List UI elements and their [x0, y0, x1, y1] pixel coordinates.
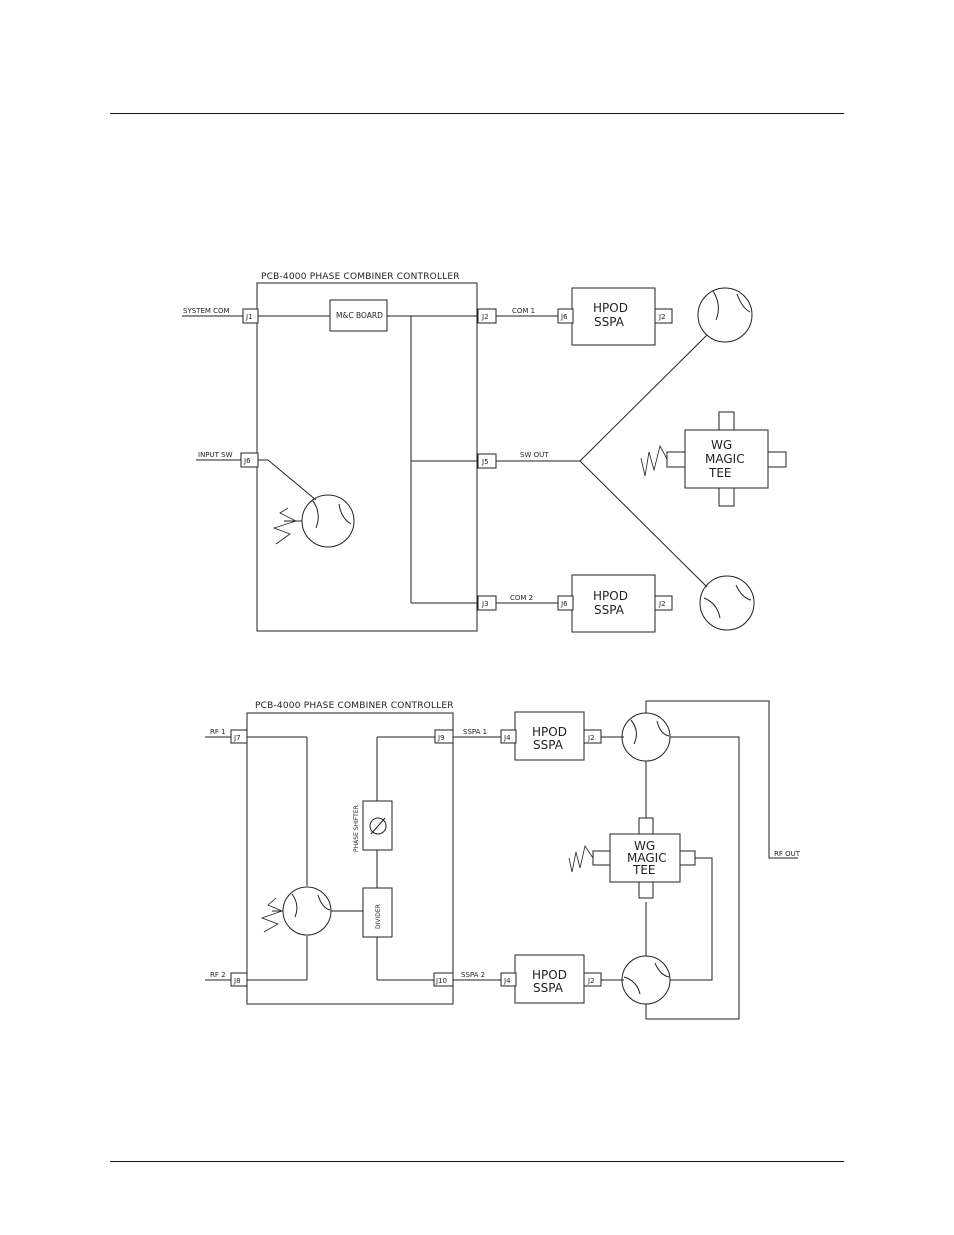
magic-tee-2	[609, 833, 681, 883]
sspa1-label: SSPA 1	[463, 728, 487, 736]
sspa-top-2-j4-label: J4	[503, 734, 511, 742]
tee-arm-top-1	[718, 411, 735, 431]
magic-tee-2-line1: WG	[634, 839, 655, 853]
header-rule	[110, 113, 844, 114]
port-j6-input-label: J6	[243, 457, 251, 465]
tee-arm-right-2	[679, 850, 696, 866]
controller-box-1	[256, 282, 478, 632]
diagram-1-title: PCB-4000 PHASE COMBINER CONTROLLER	[261, 272, 460, 282]
sspa-top-2-j2-label: J2	[587, 734, 595, 742]
sw-out-label: SW OUT	[520, 451, 549, 459]
waveguide-tee-feed	[670, 857, 713, 981]
waveguide-switch-top-2	[621, 712, 671, 762]
sspa-bottom-1-line1: HPOD	[593, 589, 628, 603]
termination-load-icon	[272, 507, 298, 545]
sspa-bottom-2-line1: HPOD	[532, 968, 567, 982]
magic-tee-1	[684, 429, 769, 489]
magic-tee-2-line2: MAGIC	[627, 851, 667, 865]
sspa-top-1-line1: HPOD	[593, 301, 628, 315]
sspa-bottom-2-j4	[500, 972, 517, 987]
port-j2-label: J2	[481, 313, 489, 321]
waveguide-switch-2	[282, 886, 332, 936]
sspa-bottom-2-j4-label: J4	[503, 977, 511, 985]
magic-tee-1-line1: WG	[711, 438, 732, 452]
magic-tee-1-line2: MAGIC	[705, 452, 745, 466]
port-j1-label: J1	[245, 313, 253, 321]
waveguide-loop-right	[645, 736, 740, 1020]
diagram-2-phase-combiner: PCB-4000 PHASE COMBINER CONTROLLER RF 1 …	[205, 700, 801, 1020]
rf2-label: RF 2	[210, 971, 226, 979]
sspa-bottom-1-j6	[557, 595, 574, 611]
sspa-bottom-2-j2-label: J2	[587, 977, 595, 985]
input-sw-label: INPUT SW	[198, 451, 233, 459]
sspa-bottom-1	[571, 574, 656, 633]
sspa-top-1-line2: SSPA	[594, 315, 625, 329]
com1-label: COM 1	[512, 307, 535, 315]
sspa-bottom-1-j2-label: J2	[658, 600, 666, 608]
sspa-top-1-j2-label: J2	[658, 313, 666, 321]
sspa-bottom-1-line2: SSPA	[594, 603, 625, 617]
tee-arm-bottom-2	[638, 881, 654, 899]
sspa-bottom-2	[514, 954, 585, 1004]
sspa-top-2-j4	[500, 729, 517, 744]
sspa-top-1-j2	[654, 308, 673, 324]
port-j5-label: J5	[481, 458, 489, 466]
waveguide-switch-top-1	[697, 287, 753, 343]
diagram-2-title: PCB-4000 PHASE COMBINER CONTROLLER	[255, 701, 454, 711]
phase-shifter	[362, 800, 393, 851]
tee-arm-bottom-1	[718, 487, 735, 507]
tee-arm-left-1	[666, 451, 686, 468]
port-j8-label: J8	[233, 977, 241, 985]
sspa-bottom-1-j2	[654, 595, 673, 611]
port-j10-label: J10	[435, 977, 447, 985]
phase-shifter-label: PHASE SHIFTER	[353, 805, 360, 852]
sspa-top-1-j6-label: J6	[560, 313, 568, 321]
sspa-bottom-2-line2: SSPA	[533, 981, 564, 995]
waveguide-switch-bottom-1	[699, 575, 755, 631]
sspa-top-2-line2: SSPA	[533, 738, 564, 752]
magic-tee-2-line3: TEE	[632, 863, 656, 877]
sspa-bottom-1-j6-label: J6	[560, 600, 568, 608]
diagram-1-phase-combiner-switch: PCB-4000 PHASE COMBINER CONTROLLER SYSTE…	[182, 272, 787, 633]
rf-out-label: RF OUT	[774, 850, 801, 858]
waveguide-switch-icon	[301, 494, 355, 548]
tee-arm-left-2	[592, 850, 611, 866]
tee-arm-right-1	[767, 451, 787, 468]
tee-arm-top-2	[638, 817, 654, 835]
termination-load-icon-2	[260, 897, 284, 933]
footer-rule	[110, 1161, 844, 1162]
sspa-top-2-line1: HPOD	[532, 725, 567, 739]
controller-box-2	[246, 712, 454, 1005]
divider-label: DIVIDER	[375, 904, 382, 929]
com2-label: COM 2	[510, 594, 533, 602]
tee-termination-icon-1	[640, 444, 668, 477]
port-j9-label: J9	[437, 734, 445, 742]
sspa-top-1-j6	[557, 308, 574, 324]
waveguide-switch-bottom-2	[621, 955, 671, 1005]
port-j7-label: J7	[233, 734, 241, 742]
port-j3-label: J3	[481, 600, 489, 608]
rf1-label: RF 1	[210, 728, 226, 736]
magic-tee-1-line3: TEE	[708, 466, 732, 480]
sspa2-label: SSPA 2	[461, 971, 485, 979]
system-com-label: SYSTEM COM	[183, 307, 230, 315]
mc-board-label: M&C BOARD	[336, 311, 383, 320]
mc-board	[329, 299, 388, 332]
rf-out-line	[645, 700, 798, 859]
tee-termination-icon-2	[568, 845, 594, 873]
phase-shifter-icon	[369, 817, 387, 835]
